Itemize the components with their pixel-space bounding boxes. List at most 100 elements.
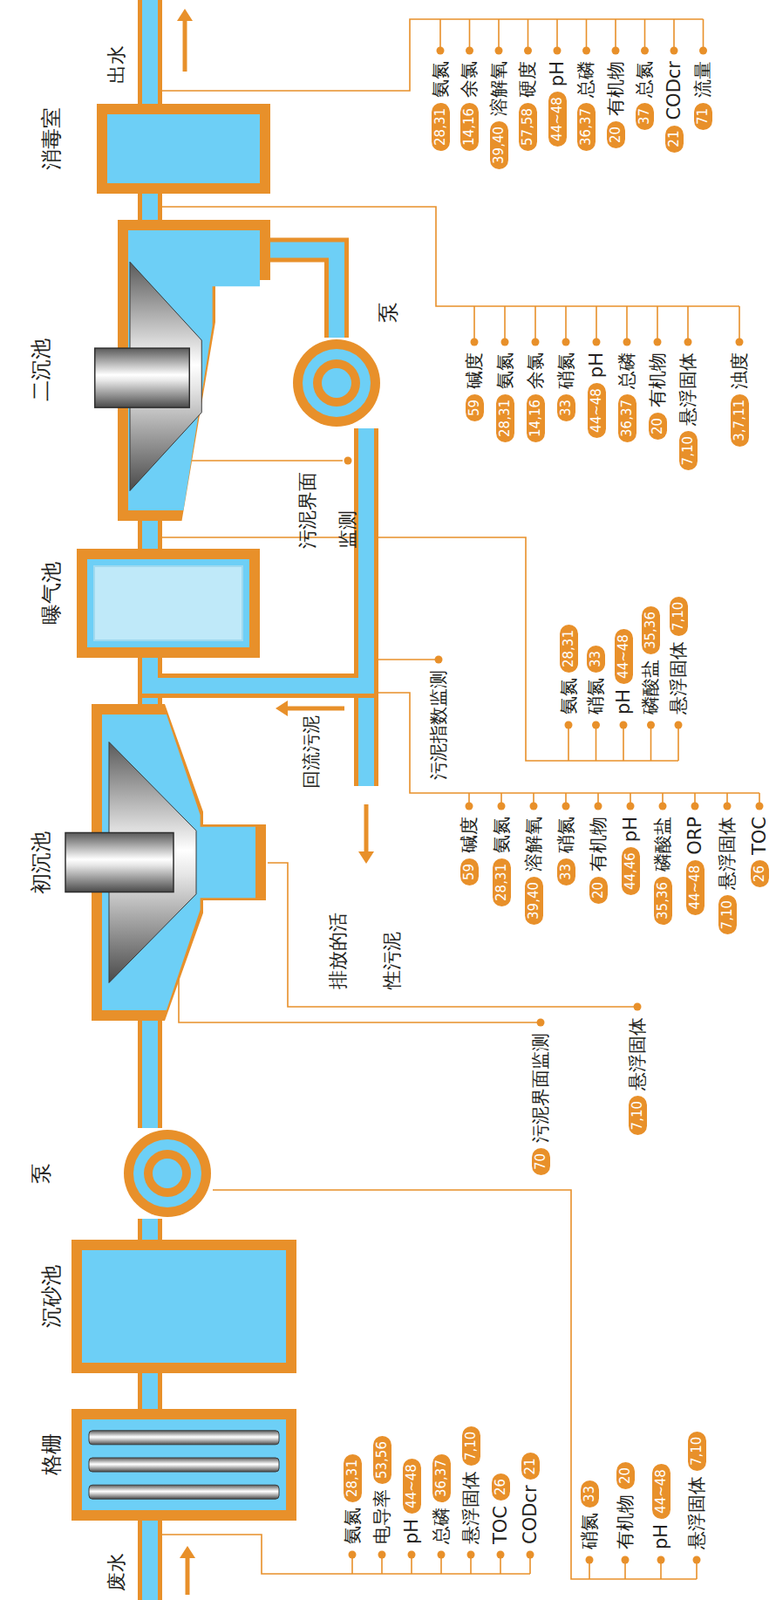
parameter-name: pH — [652, 1523, 671, 1549]
parameter-name: 总氮 — [635, 61, 654, 98]
measurement-row: 28,31氨氮 — [494, 352, 516, 443]
leader-tick — [469, 1553, 472, 1573]
leader-dot — [344, 456, 353, 465]
parameter-name: 电导率 — [373, 1488, 392, 1544]
arrow-shaft — [287, 706, 345, 711]
callout-number: 7,10 — [462, 1425, 481, 1465]
parameter-name: 污泥界面监测 — [531, 1032, 551, 1143]
callout-number: 14,16 — [460, 102, 479, 151]
leader-bus — [589, 1577, 697, 1580]
clarifier-tank: 二沉池 — [117, 219, 271, 521]
measurement-row: 硝氮33 — [585, 645, 607, 715]
measurement-row: 36,37总磷 — [576, 61, 598, 151]
callout-number: 36,37 — [577, 102, 596, 151]
leader-tick — [624, 1558, 627, 1579]
screen-bar — [88, 1429, 280, 1444]
parameter-name: 硝氮 — [557, 816, 576, 853]
callout-number: 59 — [465, 394, 484, 422]
leader-tick — [629, 792, 632, 806]
pipe-connector — [270, 250, 337, 339]
pump-casing — [123, 1129, 212, 1217]
measurement-row: 7,10悬浮固体 — [716, 816, 738, 934]
callout-number: 14,16 — [526, 394, 545, 443]
leader-tick — [381, 1553, 383, 1573]
flow-label: 出水 — [106, 45, 128, 84]
pipe-wall — [137, 520, 163, 549]
parameter-name: pH — [621, 816, 640, 842]
parameter-name: 悬浮固体 — [679, 352, 698, 426]
pipe-water — [142, 1218, 158, 1239]
pipe-wall — [137, 193, 163, 220]
pipe-connector — [149, 1218, 151, 1239]
measurement-row: 悬浮固体7,10 — [460, 1425, 482, 1544]
pipe-wall — [137, 1020, 163, 1128]
parameter-name: 有机物 — [648, 352, 668, 408]
flow-label: 废水 — [106, 1552, 128, 1591]
leader-bus — [440, 18, 704, 21]
inlet-pipe-water — [142, 1519, 158, 1600]
edge-label: 回流污泥 — [302, 714, 321, 789]
measurement-row: 35,36磷酸盐 — [652, 816, 674, 925]
parameter-name: 氨氮 — [559, 677, 579, 715]
measurement-row: 14,16 余氯 — [524, 352, 546, 443]
screen-tank: 格栅 — [71, 1408, 297, 1520]
leader-bus — [352, 1572, 531, 1574]
leader-dot — [435, 655, 443, 664]
parameter-name: 总磷 — [432, 1506, 451, 1544]
leader-bus — [474, 305, 740, 307]
callout-number: 33 — [580, 1479, 600, 1507]
leader-tick — [469, 19, 471, 51]
measurement-row: 总磷36,37 — [430, 1453, 452, 1544]
callout-number: 7,10 — [669, 596, 688, 636]
leader-tick — [499, 1553, 502, 1573]
tank-box: 消毒室 — [96, 103, 271, 194]
parameter-name: 硝氮 — [557, 352, 576, 389]
measurement-row: 氨氮 28,31 — [558, 624, 579, 715]
measurement-row: 悬浮固体7,10 — [667, 596, 689, 715]
parameter-name: 浊度 — [730, 352, 749, 389]
pipe-wall — [137, 1218, 163, 1239]
leader-tick — [529, 1553, 531, 1573]
measurement-row: 33硝氮 — [555, 816, 577, 885]
leader-tick — [567, 724, 570, 761]
pipe-water — [270, 250, 337, 339]
pipe-water — [142, 193, 158, 220]
callout-number: 7,10 — [679, 430, 698, 470]
leader-tick — [614, 19, 617, 51]
callout-number: 28,31 — [559, 624, 579, 673]
parameter-name: 碱度 — [460, 816, 479, 853]
pump-chamber — [302, 348, 371, 417]
callout-number: 28,31 — [496, 394, 515, 443]
callout-number: 53,56 — [373, 1435, 392, 1484]
tank-fill — [81, 1418, 286, 1510]
parameter-name: 硝氮 — [586, 677, 606, 715]
flow-label: 排放的活 性污泥 — [311, 908, 420, 989]
arrow-head — [275, 700, 288, 716]
callout-number: 44~48 — [548, 91, 567, 147]
pump-impeller — [143, 1149, 191, 1197]
measurement-row: 26TOC — [748, 816, 770, 887]
pump-eye — [152, 1157, 183, 1188]
measurement-row: pH44~48 — [401, 1457, 423, 1544]
leader-line — [162, 1533, 353, 1573]
measurement-row: 7,10悬浮固体 — [626, 1016, 648, 1135]
parameter-name: 有机物 — [589, 816, 608, 872]
leader-tick — [410, 1553, 413, 1573]
outlet-pipe-water — [142, 0, 158, 104]
callout-number: 44~48 — [587, 382, 606, 438]
parameter-name: 硬度 — [518, 61, 538, 98]
arrow-shaft — [185, 1555, 191, 1594]
parameter-name: pH — [587, 352, 606, 378]
clarifier-graphic — [91, 703, 266, 1021]
measurement-row: 氨氮28,31 — [341, 1453, 363, 1544]
parameter-name: 余氯 — [526, 352, 545, 389]
arrow-head — [179, 1545, 196, 1558]
callout-number: 39,40 — [490, 121, 509, 170]
parameter-name: 硝氮 — [580, 1511, 600, 1549]
tank-box: 沉砂池 — [71, 1238, 297, 1373]
clarifier-graphic — [117, 219, 271, 521]
callout-number: 57,58 — [518, 102, 538, 151]
leader-tick — [556, 19, 559, 51]
clarifier-tank: 初沉池 — [91, 703, 266, 1021]
leader-tick — [440, 1553, 443, 1573]
